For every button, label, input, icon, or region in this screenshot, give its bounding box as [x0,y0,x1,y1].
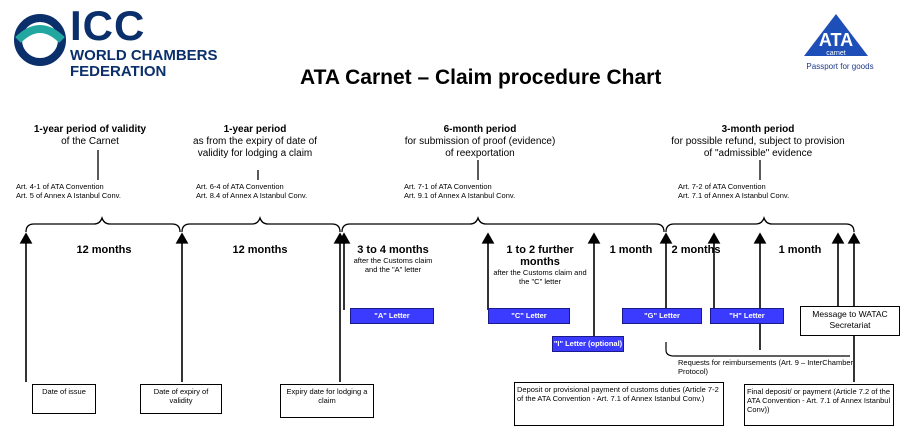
i-letter-box: "I" Letter (optional) [552,336,624,352]
final-payment-box: Final deposit/ or payment (Article 7.2 o… [744,384,894,426]
segment-i-letter-duration: 1 month [609,244,653,256]
reimbursement-note: Requests for reimbursements (Art. 9 – In… [678,358,854,376]
g-letter-box: "G" Letter [622,308,702,324]
watac-message-box: Message to WATAC Secretariat [800,306,900,336]
period-header-reexport: 6-month period for submission of proof (… [404,124,556,159]
org-acronym: ICC [70,2,146,49]
icc-logo-icon [14,14,66,66]
segment-validity-duration: 12 months [76,244,132,256]
date-of-expiry-box: Date of expiry of validity [140,384,222,414]
period-header-validity: 1-year period of validity of the Carnet [33,124,147,147]
h-letter-box: "H" Letter [710,308,784,324]
org-name: WORLD CHAMBERS FEDERATION [70,47,218,80]
claim-expiry-box: Expiry date for lodging a claim [280,384,374,418]
a-letter-box: "A" Letter [350,308,434,324]
page-title: ATA Carnet – Claim procedure Chart [300,66,662,89]
date-of-issue-box: Date of issue [32,384,96,414]
ata-carnet-logo-icon: ATA carnet [804,14,868,57]
provisional-payment-box: Deposit or provisional payment of custom… [514,382,724,426]
segment-c-letter-duration: 1 to 2 further months after the Customs … [493,244,587,286]
segment-a-letter-duration: 3 to 4 months after the Customs claim an… [353,244,433,274]
segment-h-letter-duration: 1 month [778,244,822,256]
segment-claim-duration: 12 months [232,244,288,256]
period-header-refund: 3-month period for possible refund, subj… [671,124,845,159]
svg-text:carnet: carnet [826,50,846,57]
c-letter-box: "C" Letter [488,308,570,324]
svg-text:ATA: ATA [819,30,853,50]
period-header-claim: 1-year period as from the expiry of date… [193,124,317,159]
segment-g-letter-duration: 2 months [671,244,721,256]
ata-tagline: Passport for goods [806,62,874,71]
